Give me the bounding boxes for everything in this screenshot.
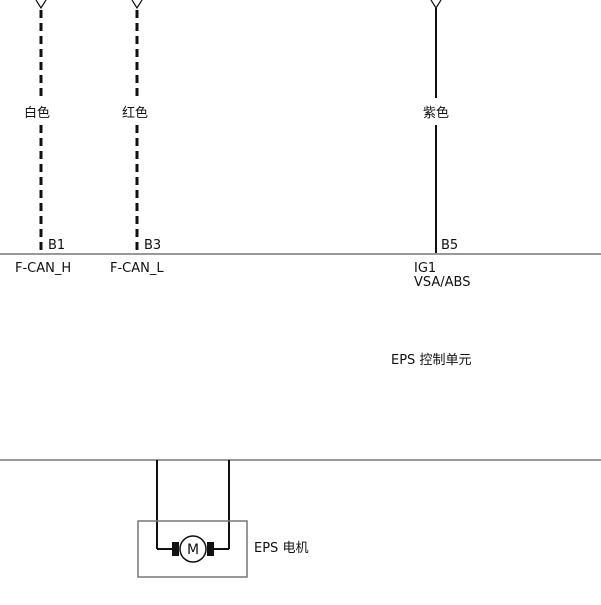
pin-label: B1 [48,238,65,253]
motor-brush-left [172,542,179,556]
motor-circuit: M EPS 电机 [137,460,308,578]
signal-label: F-CAN_H [15,261,71,276]
signal-label: F-CAN_L [110,261,164,276]
wire-white: 白色 B1 F-CAN_H [15,0,71,276]
motor-symbol: M [187,542,199,558]
wire-color-label: 红色 [122,105,148,121]
wire-purple: 紫色 B5 IG1 VSA/ABS [414,0,471,290]
control-unit-label: EPS 控制单元 [391,353,471,368]
signal-label-line2: VSA/ABS [414,275,471,290]
pin-label: B3 [144,238,161,253]
connector-arrow [131,0,143,10]
motor-box [137,520,248,578]
connector-arrow [430,0,442,10]
wire-color-label: 紫色 [423,105,449,121]
motor-brush-right [207,542,214,556]
wire-red: 红色 B3 F-CAN_L [110,0,164,276]
wire-color-label: 白色 [24,105,50,121]
signal-label: IG1 [414,261,436,276]
motor-label: EPS 电机 [254,541,308,556]
pin-label: B5 [441,238,458,253]
connector-arrow [35,0,47,10]
motor-icon [179,535,207,563]
